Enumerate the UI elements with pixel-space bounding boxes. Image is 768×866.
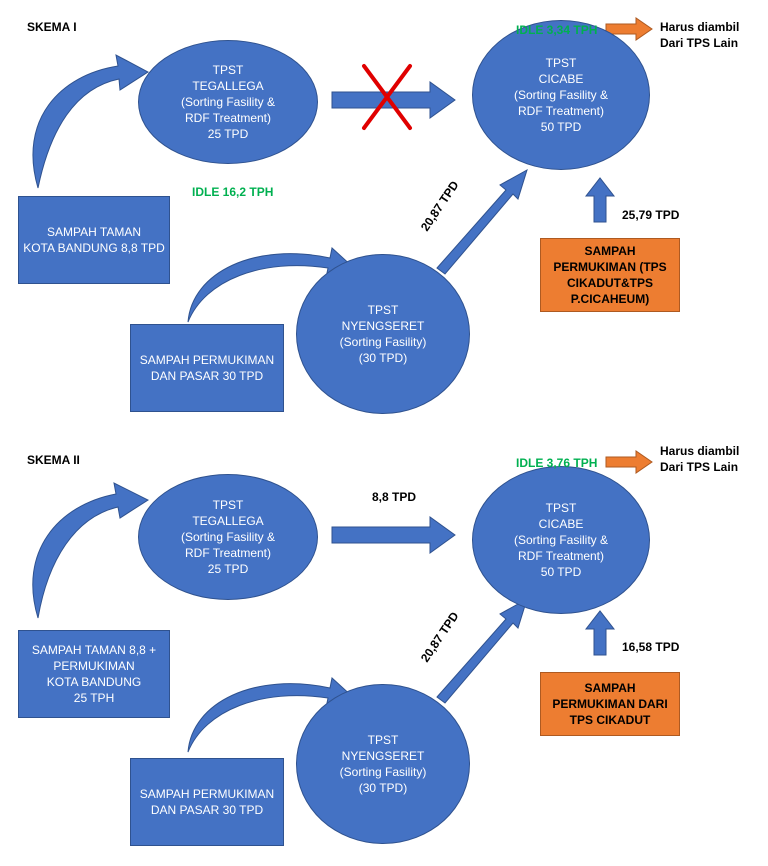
flow-label-orange-1: 25,79 TPD [622, 208, 680, 222]
node-tpst-tegallega-1: TPST TEGALLEGA (Sorting Fasility & RDF T… [138, 40, 318, 164]
node-tpst-cicabe-2: TPST CICABE (Sorting Fasility & RDF Trea… [472, 466, 650, 614]
harus-diambil-2: Harus diambil Dari TPS Lain [660, 444, 740, 474]
box-sampah-pasar-2: SAMPAH PERMUKIMAN DAN PASAR 30 TPD [130, 758, 284, 846]
arrow-tegallega-to-cicabe-1 [331, 81, 456, 119]
curved-arrow-pasar-to-nyengseret-1 [187, 247, 355, 323]
node-tpst-nyengseret-1: TPST NYENGSERET (Sorting Fasility) (30 T… [296, 254, 470, 414]
node-tpst-cicabe-1: TPST CICABE (Sorting Fasility & RDF Trea… [472, 20, 650, 170]
harus-diambil-1: Harus diambil Dari TPS Lain [660, 20, 740, 50]
box-sampah-taman-1: SAMPAH TAMAN KOTA BANDUNG 8,8 TPD [18, 196, 170, 284]
curved-arrow-taman-to-tegallega-1 [32, 54, 149, 189]
flow-label-orange-2: 16,58 TPD [622, 640, 680, 654]
arrow-orange-to-cicabe-2 [584, 610, 616, 656]
idle-tegallega-1: IDLE 16,2 TPH [192, 185, 274, 199]
skema-1-title: SKEMA I [27, 20, 77, 34]
arrow-orange-to-cicabe-1 [584, 177, 616, 223]
node-tpst-tegallega-2: TPST TEGALLEGA (Sorting Fasility & RDF T… [138, 474, 318, 600]
arrow-nyengseret-to-cicabe-2 [436, 597, 528, 704]
arrow-tegallega-to-cicabe-2 [331, 516, 456, 554]
node-tpst-nyengseret-2: TPST NYENGSERET (Sorting Fasility) (30 T… [296, 684, 470, 844]
curved-arrow-taman-to-tegallega-2 [32, 482, 150, 619]
curved-arrow-pasar-to-nyengseret-2 [187, 677, 355, 753]
idle-cicabe-2: IDLE 3,76 TPH [516, 456, 598, 470]
box-sampah-pasar-1: SAMPAH PERMUKIMAN DAN PASAR 30 TPD [130, 324, 284, 412]
arrow-nyengseret-to-cicabe-1 [436, 168, 528, 275]
arrow-idle-to-harus-2 [605, 450, 653, 474]
cross-icon [362, 64, 412, 130]
box-sampah-permukiman-orange-1: SAMPAH PERMUKIMAN (TPS CIKADUT&TPS P.CIC… [540, 238, 680, 312]
box-sampah-permukiman-orange-2: SAMPAH PERMUKIMAN DARI TPS CIKADUT [540, 672, 680, 736]
flow-label-tegallega-2: 8,8 TPD [372, 490, 417, 504]
idle-cicabe-1: IDLE 3,34 TPH [516, 23, 598, 37]
box-sampah-taman-2: SAMPAH TAMAN 8,8 + PERMUKIMAN KOTA BANDU… [18, 630, 170, 718]
skema-2-title: SKEMA II [27, 453, 80, 467]
